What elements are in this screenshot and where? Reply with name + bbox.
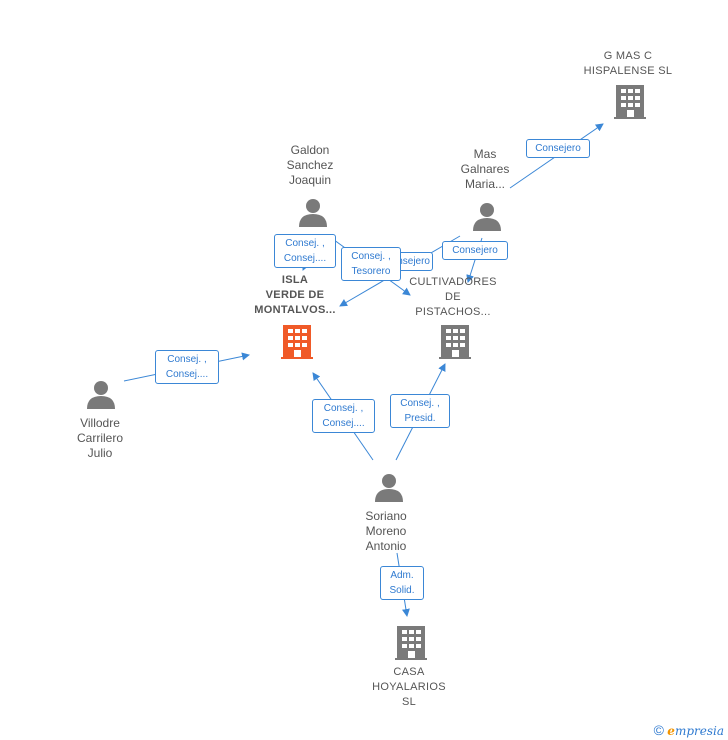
brand-logo-e: e [667, 724, 675, 738]
relation-label-mas-to-cultivadores[interactable]: Consejero [442, 241, 508, 260]
company-label-g-mas-c[interactable]: G MAS C HISPALENSE SL [583, 50, 673, 77]
relation-label-soriano-to-casa[interactable]: Adm. Solid. [380, 566, 424, 600]
relation-label-galdon-to-cultivadores[interactable]: Consej. , Tesorero [341, 247, 401, 281]
building-icon[interactable] [439, 324, 471, 360]
company-label-cultivadores[interactable]: CULTIVADORES DE PISTACHOS... [409, 276, 497, 318]
brand-logo: empresia [667, 724, 724, 738]
brand-logo-text: mpresia [674, 724, 724, 738]
building-icon[interactable] [281, 324, 313, 360]
company-label-isla-verde[interactable]: ISLA VERDE DE MONTALVOS... [254, 274, 336, 316]
building-icon[interactable] [395, 625, 427, 661]
relation-label-soriano-to-isla[interactable]: Consej. , Consej.... [312, 399, 375, 433]
company-label-casa-hoyalarios[interactable]: CASA HOYALARIOS SL [372, 666, 446, 708]
person-label-villodre[interactable]: Villodre Carrilero Julio [76, 416, 123, 460]
person-label-mas-galnares[interactable]: Mas Galnares Maria... [460, 147, 510, 191]
person-icon[interactable] [85, 380, 117, 410]
person-icon[interactable] [471, 202, 503, 232]
copyright-symbol: © [653, 722, 664, 738]
relation-label-galdon-to-isla[interactable]: Consej. , Consej.... [274, 234, 336, 268]
footer-brand: © empresia [654, 722, 724, 738]
person-label-galdon[interactable]: Galdon Sanchez Joaquin [286, 143, 334, 187]
relation-label-villodre-to-isla[interactable]: Consej. , Consej.... [155, 350, 219, 384]
building-icon[interactable] [614, 84, 646, 120]
relation-label-mas-to-gmas[interactable]: Consejero [526, 139, 590, 158]
person-label-soriano[interactable]: Soriano Moreno Antonio [365, 509, 407, 553]
relation-label-soriano-to-cultivadores[interactable]: Consej. , Presid. [390, 394, 450, 428]
person-icon[interactable] [373, 473, 405, 503]
person-icon[interactable] [297, 198, 329, 228]
